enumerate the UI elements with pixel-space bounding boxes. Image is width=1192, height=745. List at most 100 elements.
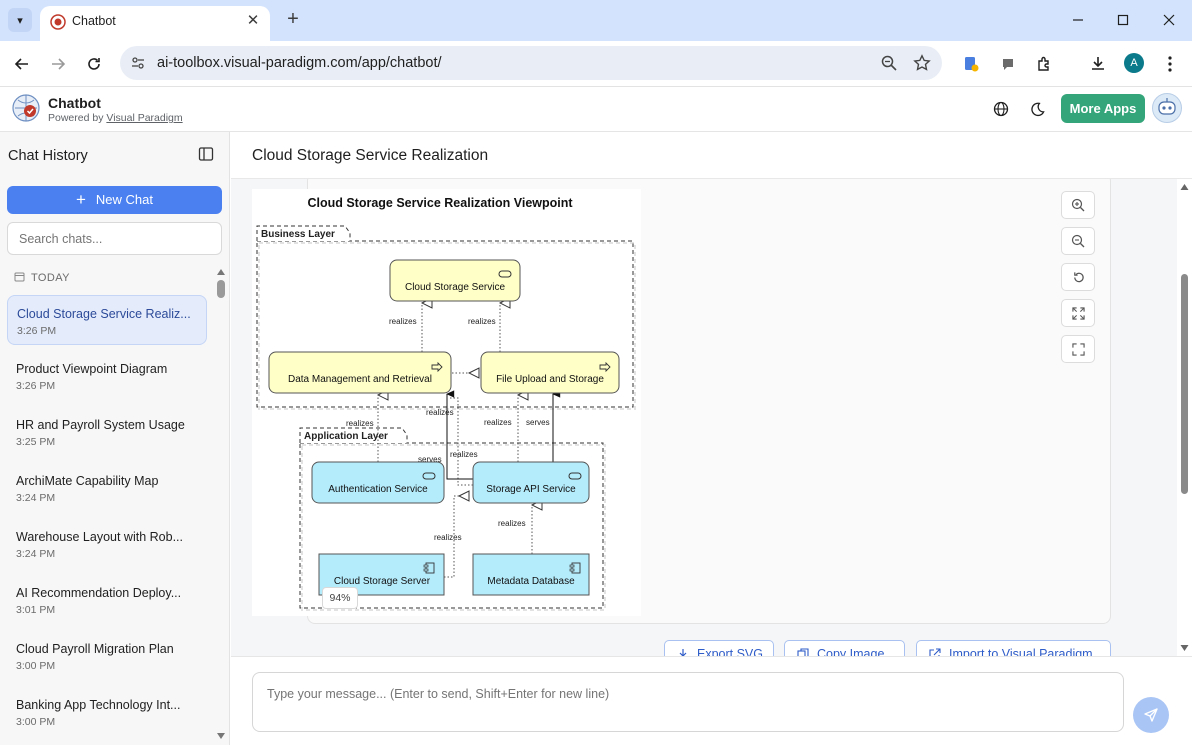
fit-view-button[interactable]	[1061, 299, 1095, 327]
chat-item-ai-recommendation[interactable]: AI Recommendation Deploy... 3:01 PM	[7, 575, 207, 625]
browser-tabbar: ▾ Chatbot ✕ +	[0, 0, 1192, 41]
conversation-title: Cloud Storage Service Realization	[252, 147, 489, 164]
zoom-out-icon	[1071, 234, 1085, 248]
new-chat-button[interactable]: +New Chat	[7, 186, 222, 214]
chat-item-time: 3:00 PM	[16, 716, 56, 728]
more-apps-button[interactable]: More Apps	[1061, 94, 1145, 123]
archimate-diagram: Cloud Storage Service Realization Viewpo…	[252, 189, 641, 616]
application-layer-label: Application Layer	[304, 431, 388, 442]
chat-item-time: 3:24 PM	[16, 492, 56, 504]
visual-paradigm-logo-icon	[12, 94, 40, 122]
tab-close-icon[interactable]: ✕	[246, 12, 260, 29]
sidebar-toggle-icon[interactable]	[198, 146, 214, 162]
zoom-out-button[interactable]	[1061, 227, 1095, 255]
sidebar-scroll-up-icon[interactable]	[217, 268, 225, 276]
sidebar-scrollbar-thumb[interactable]	[217, 280, 225, 298]
rel-label-realizes-8: realizes	[434, 533, 462, 542]
fit-view-icon	[1071, 306, 1085, 320]
main-scrollbar[interactable]	[1177, 179, 1192, 656]
app-header: Chatbot Powered by Visual Paradigm More …	[0, 87, 1192, 132]
chat-item-capability-map[interactable]: ArchiMate Capability Map 3:24 PM	[7, 463, 207, 513]
node-label: Metadata Database	[487, 576, 575, 587]
rel-realizes-8	[444, 496, 459, 578]
zoom-in-button[interactable]	[1061, 191, 1095, 219]
reset-icon	[1073, 271, 1084, 282]
browser-menu-icon[interactable]	[1159, 53, 1181, 75]
extensions-puzzle-icon[interactable]	[1033, 53, 1055, 75]
calendar-icon	[14, 272, 25, 282]
language-globe-icon[interactable]	[991, 99, 1011, 119]
node-authentication-service[interactable]: Authentication Service	[311, 461, 445, 504]
chat-item-title: Cloud Storage Service Realiz...	[17, 307, 191, 321]
chat-item-time: 3:00 PM	[16, 660, 56, 672]
node-data-management[interactable]: Data Management and Retrieval	[268, 351, 452, 394]
node-file-upload[interactable]: File Upload and Storage	[480, 351, 620, 394]
node-label: Storage API Service	[486, 484, 576, 495]
rel-label-serves-1: serves	[526, 418, 550, 427]
dark-mode-moon-icon[interactable]	[1027, 99, 1047, 119]
downloads-icon[interactable]	[1087, 53, 1109, 75]
chat-item-title: Product Viewpoint Diagram	[16, 362, 168, 376]
bot-avatar-icon[interactable]	[1152, 93, 1182, 123]
browser-tab-chatbot[interactable]: Chatbot ✕	[40, 6, 270, 41]
node-label: File Upload and Storage	[496, 374, 604, 385]
extension-doc-icon[interactable]	[960, 53, 982, 75]
visual-paradigm-link[interactable]: Visual Paradigm	[106, 112, 183, 124]
chat-item-product-viewpoint[interactable]: Product Viewpoint Diagram 3:26 PM	[7, 351, 207, 401]
plus-icon: +	[75, 190, 86, 209]
sidebar-scroll-down-icon[interactable]	[217, 732, 225, 740]
business-layer-label: Business Layer	[261, 229, 335, 240]
site-settings-icon[interactable]	[129, 54, 147, 72]
chat-item-title: Banking App Technology Int...	[16, 698, 181, 712]
new-tab-icon[interactable]: +	[287, 8, 299, 30]
node-label: Cloud Storage Service	[405, 282, 505, 293]
scroll-down-icon[interactable]	[1180, 644, 1189, 652]
diagram-title: Cloud Storage Service Realization Viewpo…	[307, 196, 573, 210]
maximize-icon[interactable]	[1113, 10, 1133, 30]
back-icon[interactable]	[10, 52, 34, 76]
chat-history-sidebar: Chat History +New Chat TODAY Cloud Stora…	[0, 132, 230, 745]
rel-label-realizes-4: realizes	[484, 418, 512, 427]
rel-label-realizes-2: realizes	[468, 317, 496, 326]
bookmark-star-icon[interactable]	[913, 54, 931, 72]
reset-zoom-button[interactable]	[1061, 263, 1095, 291]
message-input[interactable]	[252, 672, 1124, 732]
chat-item-time: 3:01 PM	[16, 604, 56, 616]
composer	[231, 656, 1192, 745]
fullscreen-button[interactable]	[1061, 335, 1095, 363]
scroll-up-icon[interactable]	[1180, 183, 1189, 191]
main-title-bar	[231, 132, 1192, 179]
chat-item-cloud-storage[interactable]: Cloud Storage Service Realiz... 3:26 PM	[7, 295, 207, 345]
profile-avatar[interactable]: A	[1124, 53, 1144, 73]
tab-search-dropdown-icon[interactable]: ▾	[8, 8, 32, 32]
chat-item-time: 3:25 PM	[16, 436, 56, 448]
node-metadata-database[interactable]: Metadata Database	[472, 553, 590, 596]
zoom-in-icon	[1071, 198, 1085, 212]
today-text: TODAY	[31, 272, 70, 284]
reload-icon[interactable]	[82, 52, 106, 76]
chat-item-cloud-payroll[interactable]: Cloud Payroll Migration Plan 3:00 PM	[7, 631, 207, 681]
rel-label-realizes-7: realizes	[450, 450, 478, 459]
send-icon	[1144, 708, 1158, 722]
browser-toolbar: ai-toolbox.visual-paradigm.com/app/chatb…	[0, 41, 1192, 87]
node-storage-api-service[interactable]: Storage API Service	[472, 461, 590, 504]
search-chats-input[interactable]	[7, 222, 222, 255]
chat-item-banking-app[interactable]: Banking App Technology Int... 3:00 PM	[7, 687, 207, 737]
minimize-icon[interactable]	[1068, 10, 1088, 30]
main-scrollbar-thumb[interactable]	[1181, 274, 1188, 494]
chat-item-hr-payroll[interactable]: HR and Payroll System Usage 3:25 PM	[7, 407, 207, 457]
chat-item-title: ArchiMate Capability Map	[16, 474, 159, 488]
chat-item-warehouse-layout[interactable]: Warehouse Layout with Rob... 3:24 PM	[7, 519, 207, 569]
url-text: ai-toolbox.visual-paradigm.com/app/chatb…	[157, 55, 442, 71]
powered-by-prefix: Powered by	[48, 112, 104, 124]
zoom-page-icon[interactable]	[880, 54, 898, 72]
close-window-icon[interactable]	[1159, 10, 1179, 30]
address-bar[interactable]: ai-toolbox.visual-paradigm.com/app/chatb…	[120, 46, 942, 80]
node-cloud-storage-service[interactable]: Cloud Storage Service	[389, 259, 521, 302]
powered-by: Powered by Visual Paradigm	[48, 112, 183, 124]
chat-item-time: 3:24 PM	[16, 548, 56, 560]
tab-title: Chatbot	[72, 14, 116, 28]
send-button[interactable]	[1133, 697, 1169, 733]
extension-chat-icon[interactable]	[997, 53, 1019, 75]
forward-icon[interactable]	[46, 52, 70, 76]
